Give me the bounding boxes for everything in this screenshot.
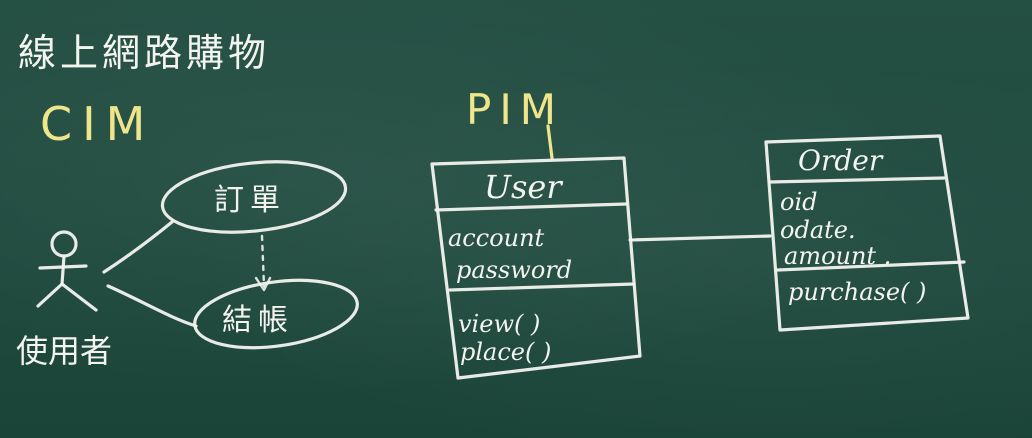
- use-case-order-label: 訂單: [214, 183, 286, 218]
- user-class-name-divider: [434, 202, 628, 212]
- cim-label: CIM: [40, 97, 155, 151]
- order-class-name-divider: [768, 176, 946, 184]
- actor-stick-figure: [36, 230, 98, 312]
- use-case-ellipse-order: [160, 160, 348, 234]
- user-class-name: User: [484, 168, 563, 206]
- pim-label: PIM: [466, 85, 564, 134]
- order-class-attr-amount: amount .: [784, 242, 891, 270]
- actor-right-leg: [60, 282, 98, 312]
- actor-head: [50, 230, 78, 258]
- use-case-ellipse-checkout: [193, 278, 359, 350]
- class-association-line: [628, 234, 772, 242]
- user-class-attr-account: account: [448, 224, 545, 252]
- use-case-checkout-label: 結帳: [222, 303, 294, 338]
- user-class-outline: [430, 156, 642, 380]
- order-class-attr-divider: [776, 260, 966, 272]
- order-class-outline: [764, 134, 970, 332]
- actor-association-2: [106, 284, 198, 328]
- actor-left-leg: [36, 282, 64, 308]
- order-class-method-purchase: purchase( ): [788, 278, 926, 306]
- user-class-box: [430, 156, 642, 380]
- order-class-name: Order: [798, 144, 884, 177]
- user-class-method-place: place( ): [460, 338, 551, 366]
- order-class-attr-oid: oid: [780, 188, 818, 216]
- actor-association-1: [102, 220, 174, 274]
- actor-label: 使用者: [16, 332, 112, 370]
- order-class-box: [764, 134, 970, 332]
- pim-connector: [546, 124, 554, 160]
- user-class-method-view: view( ): [458, 310, 540, 338]
- title-text: 線上網路購物: [18, 31, 270, 75]
- user-class-attr-password: password: [456, 256, 572, 284]
- actor-body: [60, 254, 66, 286]
- order-class-attr-odate: odate.: [780, 216, 856, 244]
- include-dashed-line: [260, 234, 266, 288]
- user-class-attr-divider: [448, 282, 636, 292]
